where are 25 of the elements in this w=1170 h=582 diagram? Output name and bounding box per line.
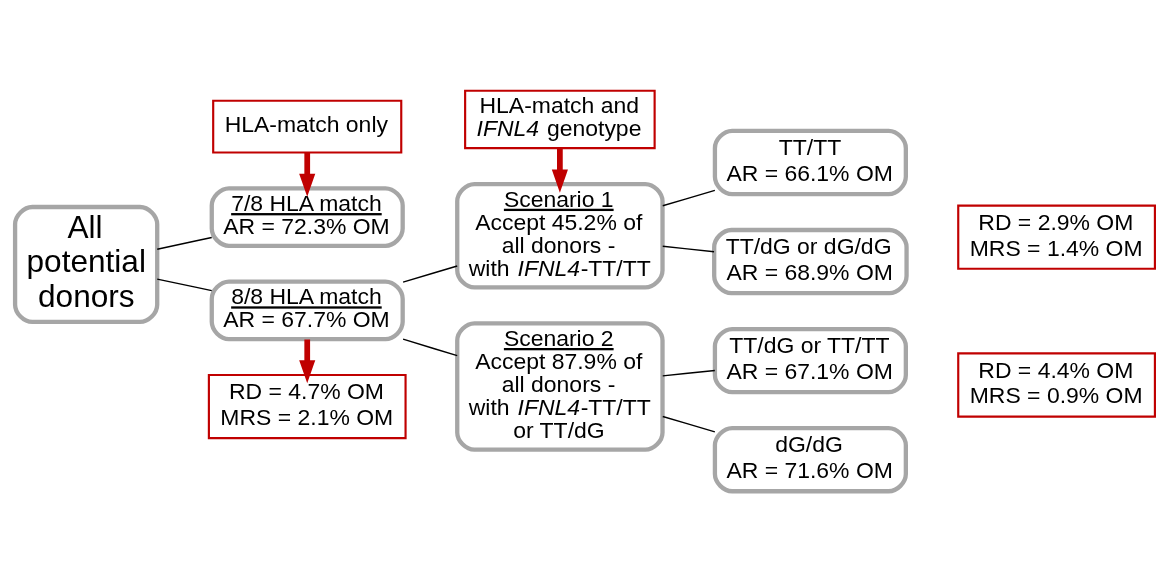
node-box: Scenario 1 Accept 45.2% of all donors - with IFNL4-TT/TT [455,181,665,290]
arrow [551,148,568,193]
connector [156,236,213,251]
connector [662,415,716,433]
node-box: 8/8 HLA match AR = 67.7% OM [209,279,405,342]
connector [662,369,716,377]
arrow [299,339,316,384]
connector [156,278,213,292]
node-box: dG/dG AR = 71.6% OM [712,425,908,494]
node-box: 7/8 HLA match AR = 72.3% OM [209,186,405,248]
node-box: RD = 2.9% OM MRS = 1.4% OM [957,204,1156,270]
node-box: TT/dG or dG/dG AR = 68.9% OM [712,227,909,296]
connector [402,338,458,357]
node-box: RD = 4.7% OM MRS = 2.1% OM [207,373,407,440]
node-box: TT/TT AR = 66.1% OM [712,128,908,197]
node-box: Scenario 2 Accept 87.9% of all donors - with IFNL4-TT/TT or TT/dG [455,321,665,452]
node-box: HLA-match and IFNL4 genotype [464,89,656,150]
connector [662,189,716,207]
node-box: All potential donors [12,204,160,324]
node-box: TT/dG or TT/TT AR = 67.1% OM [712,326,908,395]
arrow [299,152,316,197]
connector [662,245,715,253]
connector [402,265,458,283]
node-box: RD = 4.4% OM MRS = 0.9% OM [957,352,1156,418]
node-box: HLA-match only [212,99,403,154]
